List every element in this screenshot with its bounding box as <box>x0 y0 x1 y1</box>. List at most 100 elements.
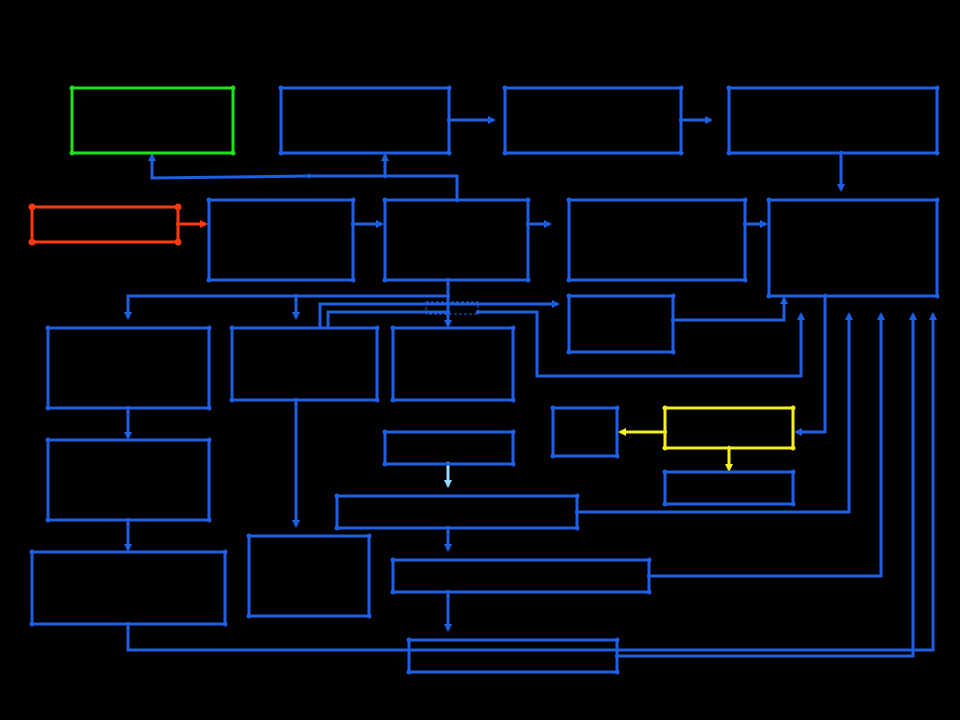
corner-node <box>790 405 796 411</box>
corner-node <box>278 85 284 91</box>
corner-node <box>382 429 388 435</box>
corner-node <box>28 203 36 211</box>
connector-12 <box>124 294 448 320</box>
process-box-b18 <box>46 438 211 522</box>
corner-node <box>726 150 732 156</box>
corner-node <box>246 533 252 539</box>
junction-marker <box>425 301 479 315</box>
connector-node <box>445 293 451 299</box>
corner-node <box>662 501 668 507</box>
corner-nodes <box>28 85 940 675</box>
corner-node <box>566 349 572 355</box>
connector-14 <box>318 302 448 328</box>
connector-node <box>306 173 312 179</box>
process-box-b23 <box>407 638 619 674</box>
corner-node <box>382 277 388 283</box>
corner-node <box>574 493 580 499</box>
corner-node <box>45 517 51 523</box>
process-box-b5 <box>30 205 180 244</box>
process-box-b2 <box>279 86 451 155</box>
corner-node <box>230 150 236 156</box>
connector-node <box>445 309 451 315</box>
corner-node <box>206 325 212 331</box>
corner-node <box>206 197 212 203</box>
corner-node <box>510 325 516 331</box>
corner-node <box>45 405 51 411</box>
corner-node <box>502 85 508 91</box>
corner-node <box>934 150 940 156</box>
process-box-b13 <box>391 326 515 402</box>
process-box-b19 <box>335 494 579 530</box>
process-box-b7 <box>383 198 530 282</box>
corner-node <box>790 445 796 451</box>
corner-node <box>229 397 235 403</box>
corner-node <box>670 349 676 355</box>
corner-node <box>525 197 531 203</box>
corner-node <box>662 469 668 475</box>
process-box-b9 <box>767 198 939 298</box>
connector-31 <box>617 312 917 658</box>
corner-node <box>790 469 796 475</box>
corner-node <box>222 549 228 555</box>
corner-node <box>174 203 182 211</box>
corner-node <box>246 613 252 619</box>
corner-node <box>390 397 396 403</box>
connector-node <box>445 301 451 307</box>
corner-node <box>69 85 75 91</box>
corner-node <box>742 197 748 203</box>
boxes <box>30 86 939 674</box>
corner-node <box>382 461 388 467</box>
corner-node <box>206 277 212 283</box>
corner-node <box>614 669 620 675</box>
process-box-b12 <box>230 326 379 402</box>
corner-node <box>510 397 516 403</box>
corner-node <box>934 293 940 299</box>
corner-node <box>670 293 676 299</box>
corner-node <box>766 293 772 299</box>
corner-node <box>566 293 572 299</box>
connector-19 <box>794 296 827 436</box>
corner-node <box>525 277 531 283</box>
corner-node <box>334 525 340 531</box>
corner-node <box>334 493 340 499</box>
corner-node <box>406 637 412 643</box>
corner-node <box>406 669 412 675</box>
process-box-b6 <box>207 198 355 282</box>
corner-node <box>206 405 212 411</box>
corner-node <box>550 453 556 459</box>
process-box-b20 <box>30 550 227 626</box>
corner-node <box>366 533 372 539</box>
connector-node <box>382 173 388 179</box>
corner-node <box>374 325 380 331</box>
corner-node <box>366 613 372 619</box>
corner-node <box>726 85 732 91</box>
connector-17 <box>478 310 805 378</box>
corner-node <box>390 589 396 595</box>
process-box-b11 <box>46 326 211 410</box>
corner-node <box>678 85 684 91</box>
corner-node <box>382 197 388 203</box>
corner-node <box>614 453 620 459</box>
process-box-b22 <box>391 558 651 594</box>
corner-node <box>574 525 580 531</box>
corner-node <box>229 325 235 331</box>
corner-node <box>566 277 572 283</box>
process-box-b15 <box>551 406 619 458</box>
process-box-b8 <box>567 198 747 282</box>
corner-node <box>510 429 516 435</box>
connector-27 <box>577 312 853 514</box>
corner-node <box>614 405 620 411</box>
connector-16 <box>326 310 448 328</box>
connector-5 <box>148 153 310 180</box>
connector-18 <box>673 296 788 322</box>
corner-node <box>550 405 556 411</box>
corner-node <box>510 461 516 467</box>
corner-node <box>790 501 796 507</box>
corner-node <box>390 557 396 563</box>
corner-node <box>502 150 508 156</box>
process-box-b10 <box>567 294 675 354</box>
corner-node <box>29 621 35 627</box>
connector-29 <box>649 312 885 578</box>
corner-node <box>206 437 212 443</box>
